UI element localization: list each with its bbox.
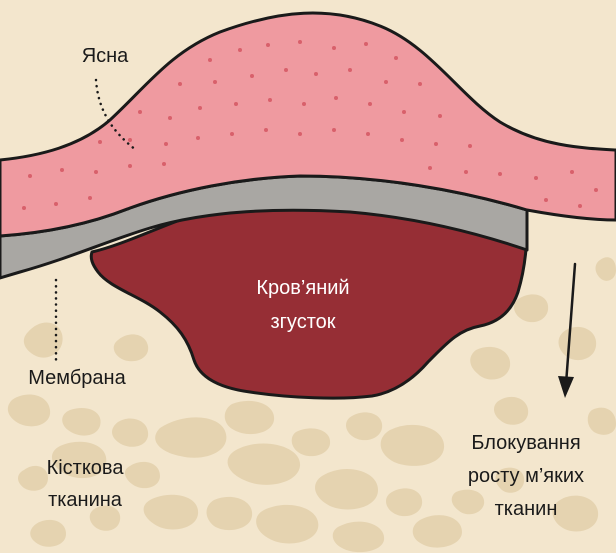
blood-clot-label-line-2: згусток: [270, 311, 335, 333]
block-soft-tissue-label-line-1: Блокування: [471, 432, 580, 454]
block-soft-tissue-label-line-3: тканин: [495, 498, 558, 520]
bone-tissue-label-line-1: Кісткова: [47, 457, 125, 479]
bone-tissue-label-line-2: тканина: [48, 489, 123, 511]
gum-label: Ясна: [82, 45, 129, 67]
blood-clot-label-line-1: Кров’яний: [256, 277, 349, 299]
membrane-label: Мембрана: [28, 367, 126, 389]
block-soft-tissue-label-line-2: росту м’яких: [468, 465, 584, 487]
